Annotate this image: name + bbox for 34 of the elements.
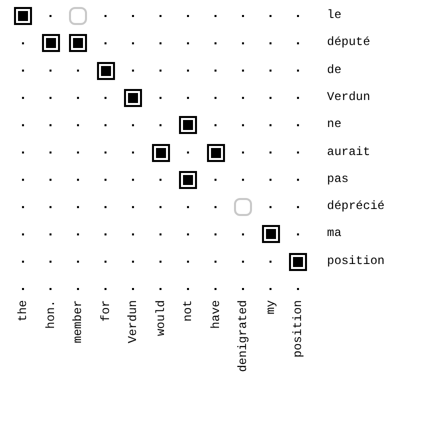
- target-word: de: [327, 62, 342, 77]
- source-word: would: [154, 300, 168, 336]
- source-word: the: [16, 300, 30, 322]
- target-word: aurait: [327, 144, 370, 158]
- target-word: position: [327, 254, 385, 268]
- alignment-mark: [124, 88, 142, 107]
- source-word: position: [291, 300, 305, 358]
- source-word: hon.: [44, 300, 58, 329]
- source-word: denigrated: [236, 300, 250, 372]
- alignment-mark: [262, 225, 280, 244]
- source-word: for: [98, 300, 112, 322]
- source-word: have: [208, 300, 222, 329]
- source-word: my: [264, 300, 278, 314]
- alignment-mark: [96, 62, 114, 80]
- source-word: Verdun: [126, 300, 140, 344]
- target-word: ma: [327, 226, 342, 240]
- uncertain-alignment-mark: [234, 198, 252, 216]
- target-word: ne: [327, 117, 342, 132]
- alignment-mark: [152, 144, 170, 162]
- uncertain-alignment-mark: [69, 7, 87, 25]
- target-word: Verdun: [327, 90, 370, 104]
- source-word: member: [71, 300, 85, 344]
- target-word: déprécié: [327, 199, 385, 214]
- alignment-mark: [14, 7, 32, 25]
- alignment-mark: [179, 170, 197, 189]
- target-word: député: [327, 35, 370, 50]
- target-word: le: [327, 8, 342, 22]
- source-word: not: [181, 300, 195, 322]
- alignment-mark: [69, 34, 87, 52]
- target-word: pas: [327, 172, 349, 186]
- alignment-mark: [289, 252, 307, 271]
- alignment-mark: [179, 116, 197, 134]
- alignment-mark: [206, 144, 224, 162]
- alignment-mark: [42, 34, 60, 52]
